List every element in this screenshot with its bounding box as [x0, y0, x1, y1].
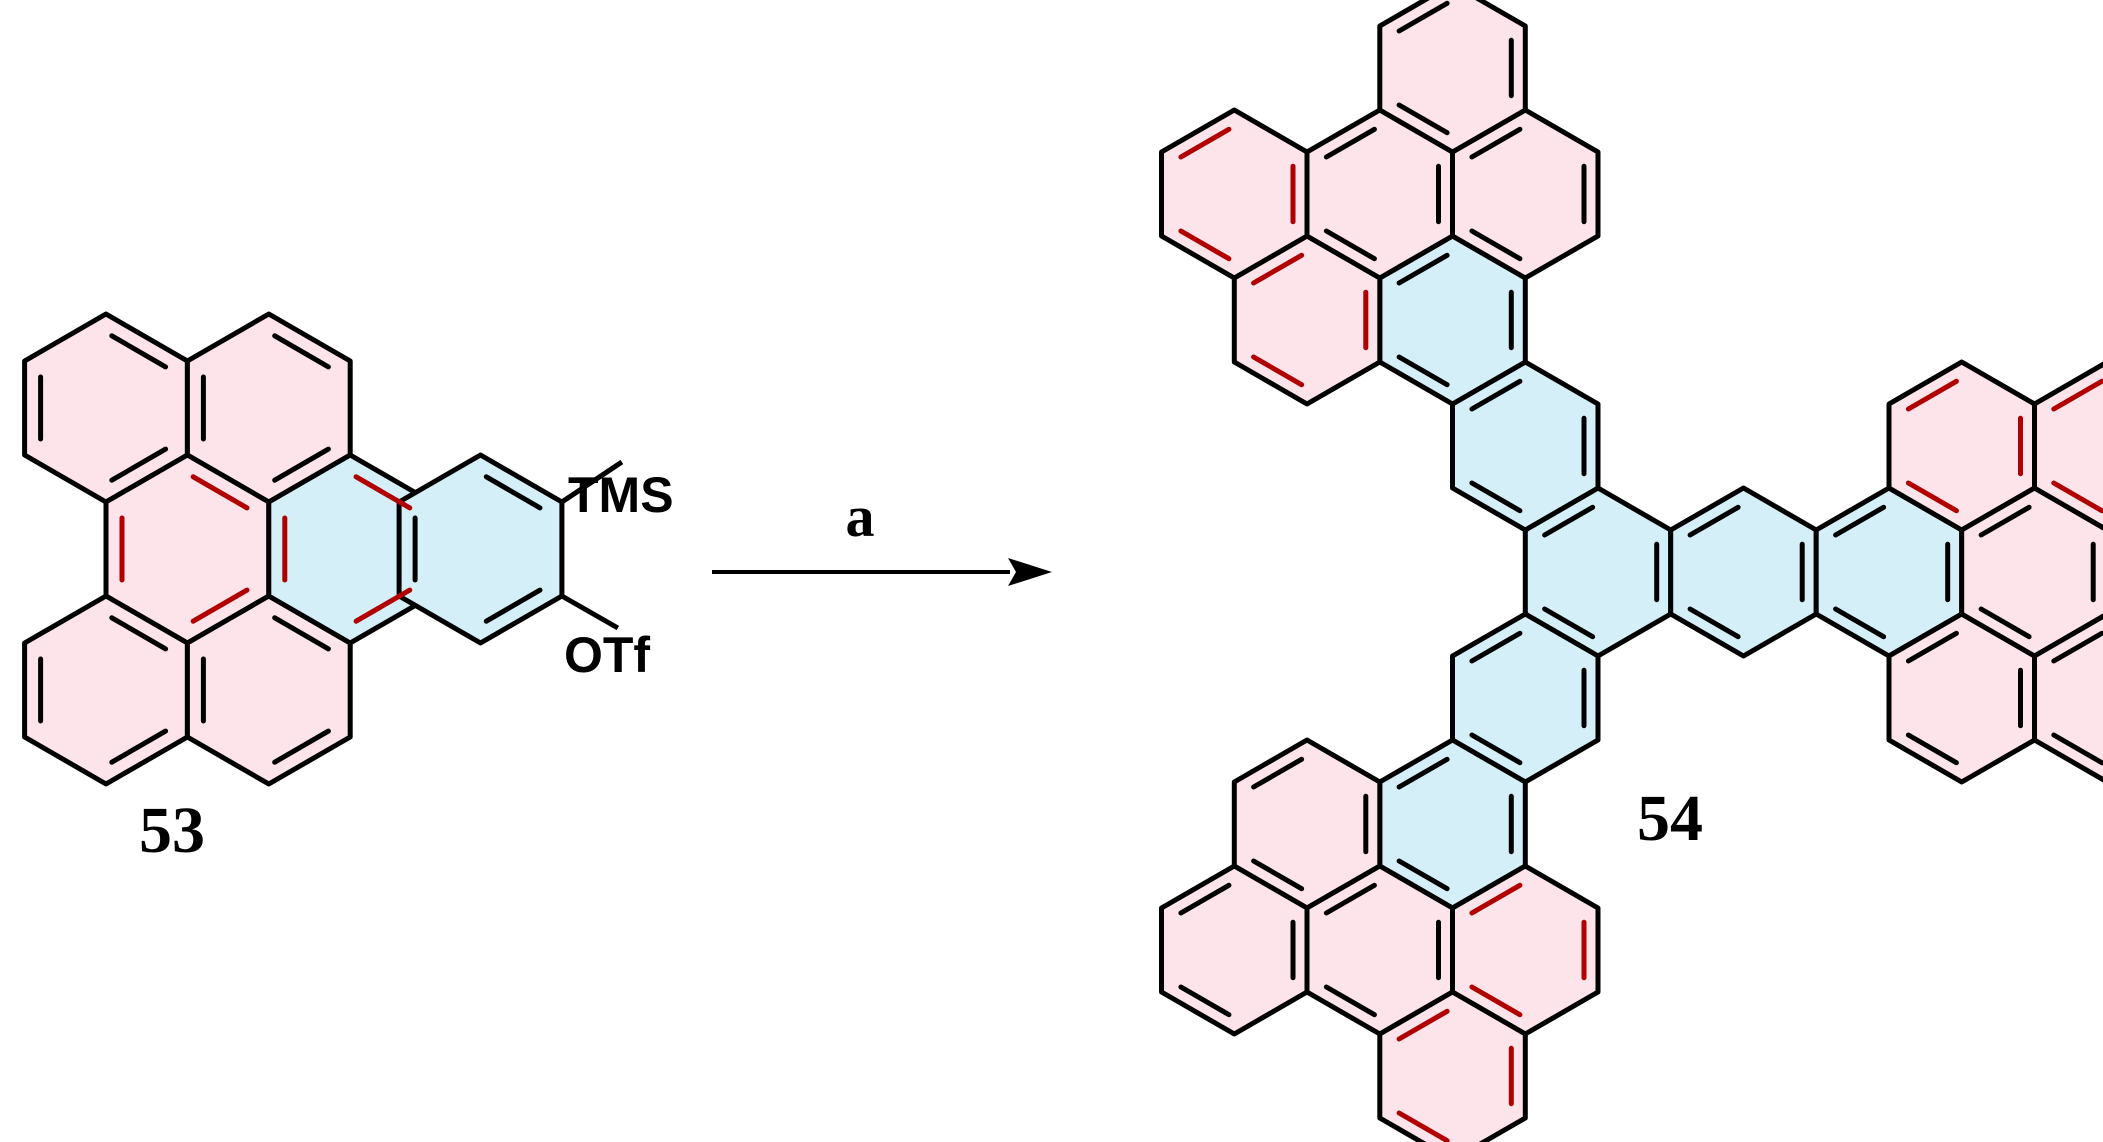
p54-double-bond: [1833, 504, 1887, 538]
compound-number-54: 54: [1637, 782, 1703, 855]
p54-double-bond: [1323, 126, 1377, 160]
sm53-double-bond: [272, 446, 331, 483]
p54-ring-14: [1159, 863, 1310, 1037]
arrow-head: [1008, 558, 1052, 586]
p54-double-bond: [1687, 606, 1741, 640]
p54-double-bond: [1178, 984, 1232, 1018]
p54-double-bond: [1396, 354, 1450, 388]
p54-double-bond: [1978, 504, 2032, 538]
p54-double-bond: [1396, 1008, 1450, 1042]
p54-double-bond: [1396, 858, 1450, 892]
sm53-double-bond: [353, 474, 413, 511]
sm53-double-bond: [272, 728, 331, 765]
p54-double-bond: [1251, 756, 1305, 790]
p54-double-bond: [1905, 378, 1959, 412]
p54-double-bond: [1178, 228, 1232, 262]
otf-bond: [560, 593, 620, 631]
p54-double-bond: [1251, 354, 1305, 388]
p54-double-bond: [1469, 126, 1523, 160]
p54-double-bond: [1469, 630, 1523, 664]
reaction-arrow: [712, 558, 1052, 586]
p54-ring-20: [1159, 107, 1310, 281]
sm53-double-bond: [109, 728, 169, 765]
p54-double-bond: [1323, 882, 1377, 916]
sm53-double-bond: [109, 446, 169, 483]
p54-double-bond: [1469, 882, 1523, 916]
p54-double-bond: [1833, 606, 1887, 640]
p54-double-bond: [1542, 504, 1596, 538]
p54-double-bond: [1396, 252, 1450, 286]
p54-ring-6: [2032, 361, 2103, 531]
p54-double-bond: [2051, 378, 2103, 412]
tms-bond: [560, 459, 624, 505]
substituent-tms: TMS: [568, 467, 674, 523]
p54-double-bond: [1251, 252, 1305, 286]
p54-double-bond: [1905, 630, 1959, 664]
p54-double-bond: [1978, 606, 2032, 640]
p54-double-bond: [2051, 732, 2103, 766]
p54-double-bond: [1323, 228, 1377, 262]
p54-double-bond: [1396, 756, 1450, 790]
sm53-double-bond: [109, 333, 169, 370]
p54-double-bond: [2051, 630, 2103, 664]
reagent-label: a: [846, 484, 875, 549]
p54-double-bond: [1251, 858, 1305, 892]
p54-double-bond: [1396, 1110, 1450, 1142]
sm53-double-bond: [483, 474, 543, 511]
sm53-double-bond: [483, 587, 543, 624]
p54-double-bond: [1323, 984, 1377, 1018]
sm53-double-bond: [190, 474, 250, 511]
double-bonds: [38, 0, 2103, 1142]
sm53-double-bond: [109, 615, 169, 652]
bonds: [22, 0, 2103, 1142]
p54-double-bond: [1469, 228, 1523, 262]
sm53-double-bond: [272, 333, 331, 370]
p54-double-bond: [1469, 378, 1523, 412]
p54-double-bond: [1905, 732, 1959, 766]
sm53-double-bond: [190, 587, 250, 624]
p54-double-bond: [2051, 480, 2103, 514]
p54-double-bond: [1396, 102, 1450, 136]
p54-double-bond: [1469, 984, 1523, 1018]
p54-double-bond: [1396, 0, 1450, 34]
p54-double-bond: [1687, 504, 1741, 538]
p54-double-bond: [1178, 882, 1232, 916]
sm53-ring-6: [396, 452, 565, 646]
substituent-otf: OTf: [564, 627, 650, 683]
p54-double-bond: [1905, 480, 1959, 514]
p54-double-bond: [1542, 606, 1596, 640]
p54-double-bond: [1178, 126, 1232, 160]
p54-double-bond: [1469, 480, 1523, 514]
compound-number-53: 53: [139, 794, 205, 867]
p54-ring-7: [2032, 613, 2103, 783]
p54-double-bond: [1469, 732, 1523, 766]
sm53-double-bond: [353, 587, 413, 624]
p54-ring-1: [1668, 485, 1819, 659]
sm53-double-bond: [272, 615, 331, 652]
